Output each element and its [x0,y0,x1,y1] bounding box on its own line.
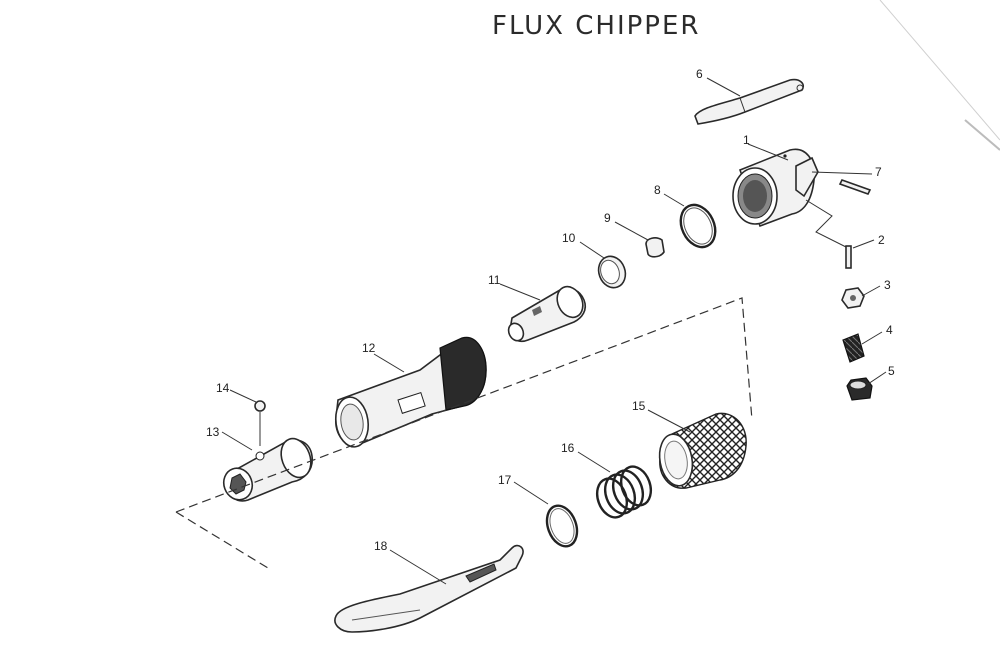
part-10-valve-disc [597,255,627,289]
leader-line-1 [747,143,789,161]
assembly-dashed-line [175,511,269,569]
assembly-dashed-line [175,297,753,513]
leader-line-4 [861,331,883,345]
part-label-2: 2 [878,233,885,247]
leader-line-17 [513,481,549,505]
part-1-valve-housing [732,148,819,228]
part-3-nut [841,287,865,309]
leader-line-15 [647,409,691,433]
part-label-18: 18 [374,539,388,553]
part-9-plug [645,237,665,258]
part-18-chisel [334,544,524,633]
leader-line-3 [861,285,881,297]
part-12-barrel [334,336,487,448]
part-label-8: 8 [654,183,661,197]
page-edge-line [964,119,1000,151]
part-label-10: 10 [562,231,576,245]
part-label-16: 16 [561,441,575,455]
part-2-valve-pin [845,245,852,269]
part-7-pin [838,179,872,195]
part-label-1: 1 [743,133,750,147]
part-label-5: 5 [888,364,895,378]
part-label-6: 6 [696,67,703,81]
leader-line-16 [577,451,611,473]
leader-line-7 [811,171,873,175]
diagram-title: FLUX CHIPPER [492,11,700,41]
part-label-17: 17 [498,473,512,487]
part-14-detent-ball [254,400,266,412]
assembly-guide-line [805,199,849,249]
part-label-15: 15 [632,399,646,413]
part-label-9: 9 [604,211,611,225]
leader-line-13 [221,431,253,451]
page-edge-line [879,0,1000,141]
part-11-piston [507,285,587,343]
leader-line-9 [614,221,649,241]
leader-line-18 [389,549,447,585]
part-label-3: 3 [884,278,891,292]
part-13-retainer [222,437,314,502]
part-label-4: 4 [886,323,893,337]
leader-line-5 [867,371,887,385]
part-5-inlet-cap [846,377,873,401]
leader-line-2 [852,239,875,249]
leader-line-12 [373,353,405,373]
leader-line-8 [663,193,685,207]
part-label-12: 12 [362,341,376,355]
leader-line-6 [706,77,741,97]
part-label-11: 11 [488,273,501,287]
leader-line-10 [579,241,605,259]
part-16-spring [595,465,653,519]
part-4-threaded-insert [842,333,865,363]
part-8-o-ring [679,203,717,249]
part-label-7: 7 [875,165,882,179]
part-label-13: 13 [206,425,220,439]
part-6-trigger-lever [694,78,805,125]
part-15-knurled-sleeve [658,412,747,489]
leader-line-14 [229,389,257,403]
part-label-14: 14 [216,381,230,395]
part-17-ring [545,504,579,548]
leader-line-11 [499,283,541,301]
